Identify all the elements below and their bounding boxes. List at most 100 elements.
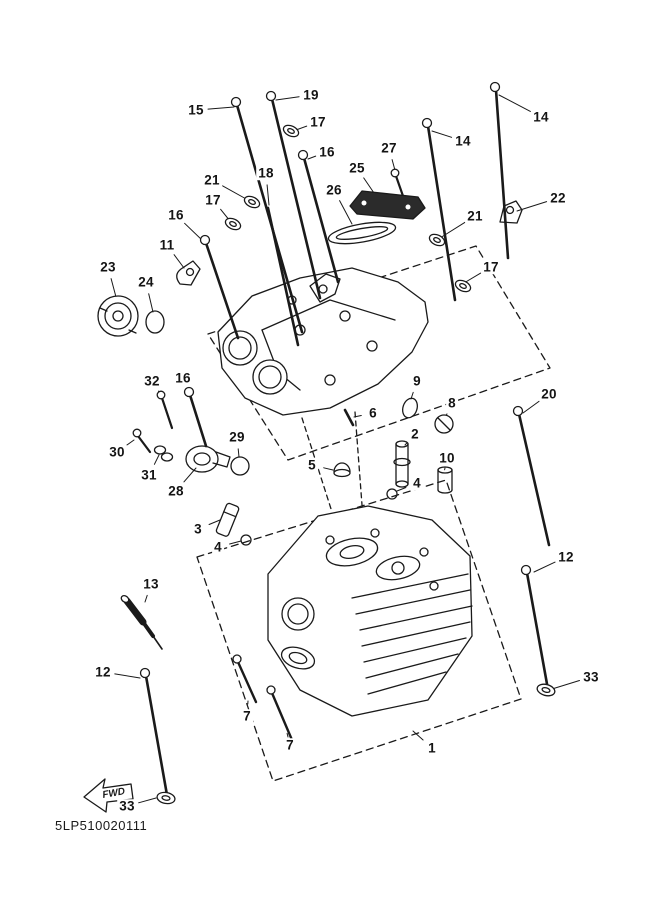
leader-18 <box>266 184 270 206</box>
callout-6: 6 <box>367 405 379 421</box>
fwd-label: FWD <box>102 786 126 801</box>
callout-31: 31 <box>139 467 159 483</box>
part-code: 5LP510020111 <box>55 818 147 833</box>
fwd-arrow: FWD <box>83 778 134 813</box>
callout-33: 33 <box>581 669 601 685</box>
callout-21: 21 <box>202 172 222 188</box>
leader-11 <box>173 254 185 269</box>
leader-12 <box>533 561 556 573</box>
callout-16: 16 <box>317 144 337 160</box>
leader-12 <box>114 673 141 679</box>
group-box-lower <box>196 479 522 782</box>
leader-13 <box>144 594 148 603</box>
o-ring-24 <box>145 310 165 334</box>
callout-28: 28 <box>166 483 186 499</box>
leader-24 <box>148 293 154 313</box>
leader-3 <box>208 519 221 525</box>
breather-cover-25 <box>349 190 426 220</box>
washer-17-top <box>282 124 300 138</box>
washer-17-left <box>224 217 242 231</box>
stud-18 <box>266 206 300 347</box>
leader-2 <box>404 442 408 446</box>
bolt-16-mid <box>183 386 208 448</box>
callout-25: 25 <box>347 160 367 176</box>
bolt-12-right <box>520 564 549 686</box>
callout-16: 16 <box>173 370 193 386</box>
leader-26 <box>339 200 353 225</box>
callout-11: 11 <box>157 237 177 253</box>
leader-23 <box>110 278 117 298</box>
o-ring-29 <box>230 456 250 476</box>
bolt-14-left <box>421 117 457 302</box>
dowel-10 <box>437 466 453 494</box>
bolt-7-right <box>266 685 294 742</box>
cap-nut-5 <box>333 462 351 478</box>
leader-14 <box>498 94 531 112</box>
washer-set-31 <box>153 445 174 462</box>
leader-25 <box>363 177 375 194</box>
callout-9: 9 <box>411 373 423 389</box>
washer-21-right <box>428 233 446 247</box>
washer-33-left <box>156 791 176 805</box>
stud-bolts <box>132 81 551 797</box>
callout-19: 19 <box>301 87 321 103</box>
callout-1: 1 <box>426 740 438 756</box>
cylinder-head <box>267 505 473 717</box>
bolt-14-right <box>489 81 510 260</box>
callout-24: 24 <box>136 274 156 290</box>
clip-4-left <box>240 534 252 546</box>
bolt-19 <box>265 90 322 300</box>
valve-guide-3 <box>215 502 240 537</box>
spark-plug-13 <box>120 594 163 650</box>
leader-4 <box>229 540 242 545</box>
callout-23: 23 <box>98 259 118 275</box>
clip-4-right <box>386 488 398 500</box>
leader-1 <box>412 730 424 741</box>
assembly-axis <box>354 411 363 506</box>
leader-31 <box>153 454 160 465</box>
bolt-12-left <box>139 667 169 797</box>
callout-33: 33 <box>117 798 137 814</box>
callout-13: 13 <box>141 576 161 592</box>
leader-33 <box>138 797 157 804</box>
oil-filler-cap-23 <box>97 295 139 337</box>
callout-32: 32 <box>142 373 162 389</box>
callout-14: 14 <box>531 109 551 125</box>
leader-29 <box>237 448 240 458</box>
stud-6 <box>343 408 355 427</box>
callout-4: 4 <box>212 539 224 555</box>
bolt-7-left <box>232 654 258 704</box>
leader-33 <box>551 680 580 690</box>
callout-22: 22 <box>548 190 568 206</box>
bracket-22 <box>499 200 523 224</box>
leader-21 <box>222 185 249 201</box>
callout-10: 10 <box>437 450 457 466</box>
valve-guide-2 <box>393 440 411 488</box>
leader-17 <box>463 272 482 284</box>
leader-16 <box>307 155 317 160</box>
callout-17: 17 <box>481 259 501 275</box>
cylinder-head-cover <box>217 267 429 416</box>
callout-14: 14 <box>453 133 473 149</box>
callout-12: 12 <box>556 549 576 565</box>
callout-8: 8 <box>446 395 458 411</box>
washer-21-left <box>243 195 261 209</box>
bolt-20 <box>512 405 551 547</box>
seal-28 <box>185 445 231 473</box>
bolt-27 <box>390 168 405 198</box>
leader-6 <box>353 415 362 418</box>
callout-2: 2 <box>409 426 421 442</box>
callout-3: 3 <box>192 521 204 537</box>
leader-15 <box>207 106 235 110</box>
callout-16: 16 <box>166 207 186 223</box>
callout-7: 7 <box>241 708 253 724</box>
callout-12: 12 <box>93 664 113 680</box>
callout-21: 21 <box>465 208 485 224</box>
washer-33-right <box>536 683 556 697</box>
leader-19 <box>275 96 300 101</box>
group-box-upper <box>207 245 551 461</box>
bolt-30 <box>132 428 152 454</box>
